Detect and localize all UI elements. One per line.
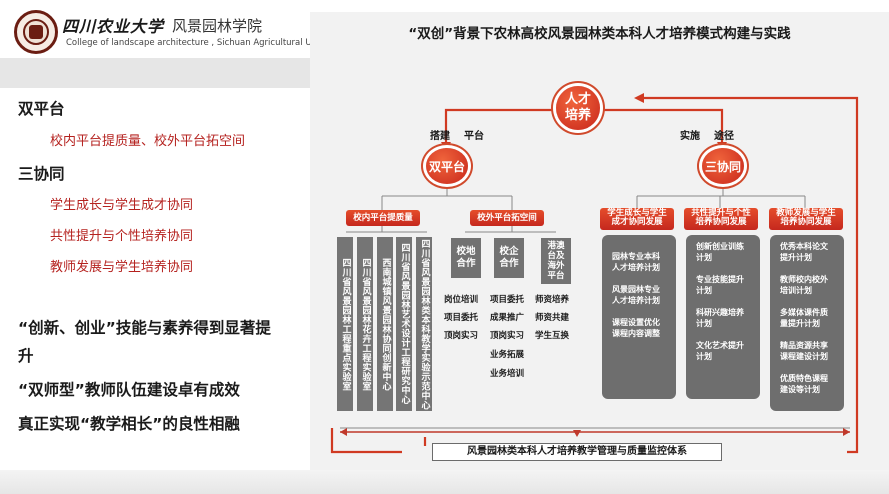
quality-system-bar: 风景园林类本科人才培养教学管理与质量监控体系: [432, 443, 722, 461]
lab-box-2: 四川省风景园林花卉工程实验室: [357, 237, 373, 411]
talent-cultivation-circle: 人才 培养: [556, 86, 600, 130]
tall3-line: 优秀本科论文: [780, 242, 828, 251]
col2-item-1: 项目委托: [490, 295, 525, 305]
cooperation-local: 校地 合作: [451, 238, 481, 278]
bottom-shade: [0, 470, 889, 494]
label-path: 途径: [714, 131, 734, 142]
bar-teacher-synergy: 教师发展与学生 培养协同发展: [769, 208, 843, 230]
tall3-line: 量提升计划: [780, 319, 820, 328]
bar-common-synergy: 共性提升与个性 培养协同发展: [684, 208, 758, 230]
lab-box-5: 四川省风景园林类本科教学实验示范中心: [416, 237, 432, 411]
subtext-synergy-1: 学生成长与学生成才协同: [50, 198, 194, 213]
tall3-line: 多媒体课件质: [780, 308, 828, 317]
tall2-line: 计划: [696, 319, 712, 328]
label-implement: 实施: [680, 131, 700, 142]
cooperation-enterprise: 校企 合作: [494, 238, 524, 278]
tall1-line: 人才培养计划: [612, 263, 660, 272]
tall2-line: 创新创业训练: [696, 242, 744, 251]
subtext-synergy-3: 教师发展与学生培养协同: [50, 260, 194, 275]
tall3-line: 优质特色课程: [780, 374, 828, 383]
subtext-platform: 校内平台提质量、校外平台拓空间: [50, 134, 246, 149]
logo-inner-ring: [23, 19, 49, 45]
diagram-title: “双创”背景下农林高校风景园林类本科人才培养模式构建与实践: [408, 26, 791, 42]
col3-item-3: 学生互换: [535, 331, 570, 341]
tall2-line: 计划: [696, 352, 712, 361]
university-logo: [14, 10, 58, 54]
tall1-line: 课程内容调整: [612, 329, 660, 338]
heading-dual-platform: 双平台: [18, 100, 65, 118]
tall1-line: 风景园林专业: [612, 285, 660, 294]
college-name-cn: 风景园林学院: [172, 17, 263, 35]
tall3-line: 精品资源共享: [780, 341, 828, 350]
label-platform: 平台: [464, 131, 484, 142]
col3-item-2: 师资共建: [535, 313, 570, 323]
col2-item-4: 业务拓展: [490, 350, 525, 360]
tall3-line: 课程建设计划: [780, 352, 828, 361]
tall1-line: 园林专业本科: [612, 252, 660, 261]
tall2-line: 专业技能提升: [696, 275, 744, 284]
lab-box-4: 四川省风景园林艺术设计工程研究中心: [396, 237, 412, 411]
logo-core: [29, 25, 43, 39]
col1-item-1: 岗位培训: [444, 295, 479, 305]
bar-growth-synergy: 学生成长与学生 成才协同发展: [600, 208, 674, 230]
tall1-line: 人才培养计划: [612, 296, 660, 305]
subtext-synergy-2: 共性提升与个性培养协同: [50, 229, 194, 244]
result-line-1b: 升: [18, 347, 34, 365]
col2-item-3: 顶岗实习: [490, 331, 525, 341]
label-build: 搭建: [430, 131, 450, 142]
col2-item-2: 成果推广: [490, 313, 525, 323]
result-line-1a: “创新、创业”技能与素养得到显著提: [18, 319, 271, 337]
result-line-3: 真正实现“教学相长”的良性相融: [18, 415, 240, 433]
lab-box-1: 四川省风景园林工程重点实验室: [337, 237, 353, 411]
tall3-line: 培训计划: [780, 286, 812, 295]
col1-item-3: 顶岗实习: [444, 331, 479, 341]
bar-outer-platform: 校外平台拓空间: [470, 210, 544, 226]
three-synergy-circle: 三协同: [702, 148, 744, 184]
tall3-line: 提升计划: [780, 253, 812, 262]
col3-item-1: 师资培养: [535, 295, 570, 305]
three-synergy-label: 三协同: [704, 159, 741, 174]
col1-item-2: 项目委托: [444, 313, 479, 323]
result-line-2: “双师型”教师队伍建设卓有成效: [18, 381, 240, 399]
tall2-line: 计划: [696, 253, 712, 262]
tall-panel-common: [686, 235, 760, 399]
bar-inner-platform: 校内平台提质量: [346, 210, 420, 226]
header-bar: [0, 58, 310, 88]
tall2-line: 计划: [696, 286, 712, 295]
tall3-line: 教师校内校外: [780, 275, 828, 284]
lab-box-3: 西南城镇风景园林协同创新中心: [377, 237, 393, 411]
tall1-line: 课程设置优化: [612, 318, 660, 327]
tall-panel-growth: [602, 235, 676, 399]
tall-panel-teacher: [770, 235, 844, 411]
col2-item-5: 业务培训: [490, 369, 525, 379]
college-name-en: College of landscape architecture , Sich…: [66, 38, 310, 48]
tall2-line: 文化艺术提升: [696, 341, 744, 350]
heading-three-synergy: 三协同: [18, 165, 65, 183]
dual-platform-circle: 双平台: [426, 148, 468, 184]
talent-cultivation-label: 人才 培养: [564, 92, 591, 123]
university-name: 四川农业大学: [62, 17, 165, 36]
dual-platform-label: 双平台: [428, 159, 465, 174]
cooperation-overseas: 港澳 台及 海外 平台: [541, 238, 571, 284]
tall2-line: 科研兴趣培养: [696, 308, 744, 317]
tall3-line: 建设等计划: [780, 385, 820, 394]
